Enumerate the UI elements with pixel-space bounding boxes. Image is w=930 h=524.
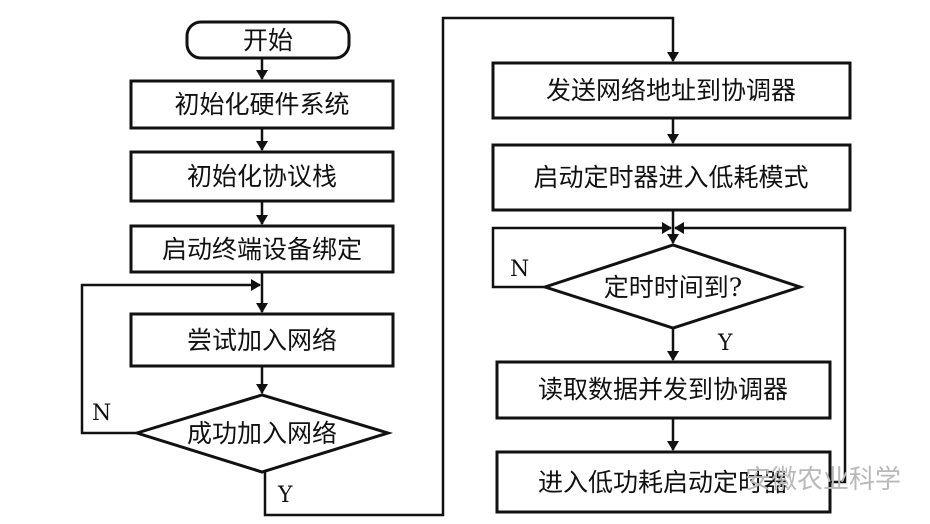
init-stack-box: 初始化协议栈 bbox=[129, 150, 395, 203]
left-yes-label: Y bbox=[277, 483, 293, 508]
bind-box: 启动终端设备绑定 bbox=[129, 224, 395, 274]
right-connectors bbox=[491, 118, 847, 484]
timer-decision: 定时时间到? bbox=[540, 243, 805, 330]
watermark: 安徽农业科学 bbox=[745, 465, 901, 495]
joined-decision: 成功加入网络 bbox=[131, 393, 394, 474]
left-connectors bbox=[80, 16, 679, 517]
init-hardware-box: 初始化硬件系统 bbox=[129, 79, 395, 130]
bind-label: 启动终端设备绑定 bbox=[162, 235, 362, 264]
right-yes-label: Y bbox=[717, 331, 733, 356]
read-send-box: 读取数据并发到协调器 bbox=[495, 360, 832, 420]
low-power-label: 进入低功耗启动定时器 bbox=[538, 468, 788, 497]
read-send-label: 读取数据并发到协调器 bbox=[538, 375, 788, 404]
start-timer-label: 启动定时器进入低耗模式 bbox=[533, 163, 808, 192]
join-label: 尝试加入网络 bbox=[187, 326, 337, 355]
join-box: 尝试加入网络 bbox=[129, 312, 395, 368]
right-no-label: N bbox=[510, 257, 529, 282]
start-timer-box: 启动定时器进入低耗模式 bbox=[491, 143, 852, 212]
init-hardware-label: 初始化硬件系统 bbox=[174, 90, 349, 119]
start-label: 开始 bbox=[243, 26, 293, 55]
send-address-box: 发送网络地址到协调器 bbox=[491, 61, 852, 120]
low-power-box: 进入低功耗启动定时器 bbox=[495, 450, 832, 514]
send-address-label: 发送网络地址到协调器 bbox=[546, 76, 796, 105]
left-no-label: N bbox=[92, 401, 111, 426]
start-node: 开始 bbox=[185, 20, 351, 60]
timer-decision-label: 定时时间到? bbox=[604, 273, 742, 302]
joined-decision-label: 成功加入网络 bbox=[187, 419, 337, 448]
init-stack-label: 初始化协议栈 bbox=[187, 162, 337, 191]
